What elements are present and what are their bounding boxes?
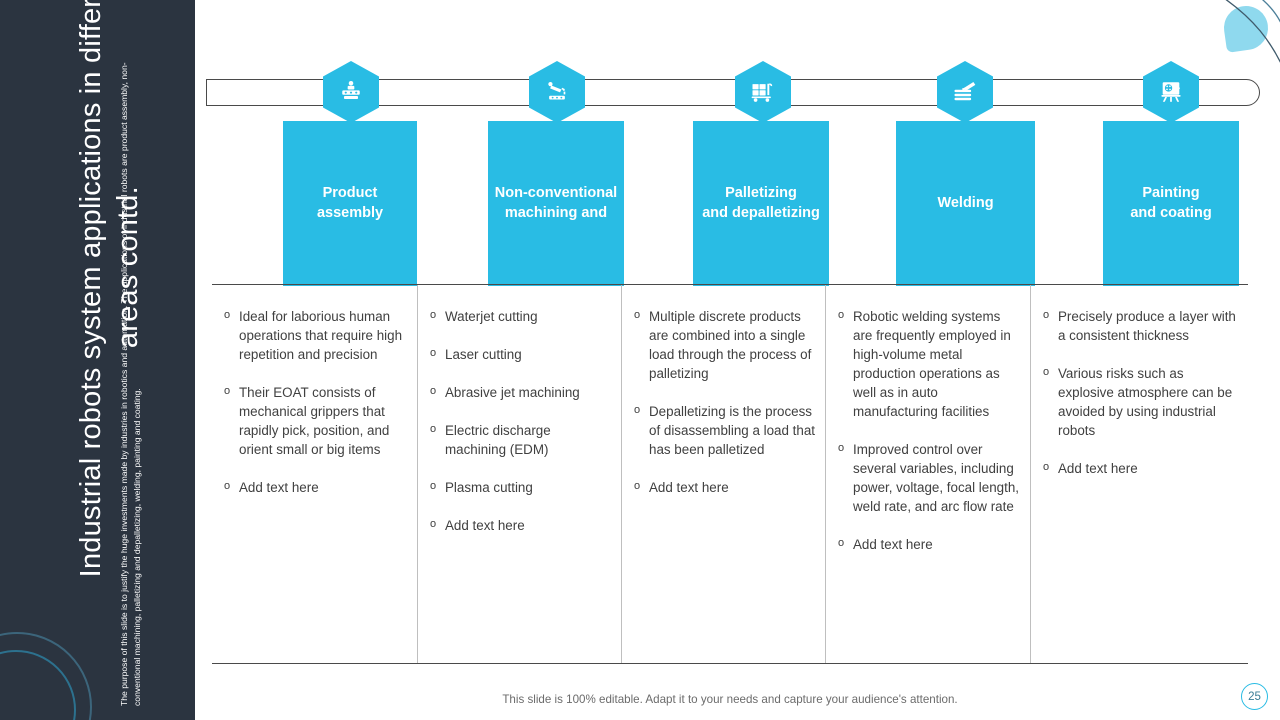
list-item[interactable]: o Abrasive jet machining bbox=[430, 383, 611, 402]
timeline-milestone-welding[interactable] bbox=[937, 61, 993, 123]
bullet-marker-icon: o bbox=[634, 309, 641, 321]
list-item-text: Electric discharge machining (EDM) bbox=[445, 423, 551, 458]
list-item-text: Improved control over several variables,… bbox=[853, 442, 1020, 515]
column-header-product-assembly[interactable]: Product assembly bbox=[283, 121, 417, 286]
list-item[interactable]: o Plasma cutting bbox=[430, 478, 611, 497]
list-item[interactable]: o Various risks such as explosive atmosph… bbox=[1043, 364, 1238, 440]
column-header-palletizing-depalletizing[interactable]: Palletizing and depalletizing bbox=[693, 121, 829, 286]
bullet-marker-icon: o bbox=[430, 518, 437, 531]
bullet-marker-icon: o bbox=[1043, 309, 1050, 321]
bullet-marker-icon: o bbox=[1043, 366, 1050, 379]
list-item-text: Add text here bbox=[649, 480, 729, 496]
list-item-text: Depalletizing is the process of disassem… bbox=[649, 404, 815, 458]
list-item-text: Add text here bbox=[239, 480, 319, 496]
bullet-marker-icon: o bbox=[634, 480, 641, 493]
list-item[interactable]: o Ideal for laborious human operations th… bbox=[224, 307, 407, 364]
page-number-label: 25 bbox=[1248, 690, 1261, 703]
content-table: o Ideal for laborious human operations th… bbox=[212, 284, 1248, 664]
timeline-milestone-palletizing-depalletizing[interactable] bbox=[735, 61, 791, 123]
column-body-product-assembly: o Ideal for laborious human operations th… bbox=[212, 285, 418, 663]
list-item-text: Precisely produce a layer with a consist… bbox=[1058, 309, 1236, 344]
list-item[interactable]: o Electric discharge machining (EDM) bbox=[430, 421, 611, 459]
bullet-marker-icon: o bbox=[1043, 461, 1050, 474]
list-item-text: Laser cutting bbox=[445, 347, 522, 363]
list-item[interactable]: o Add text here bbox=[838, 535, 1020, 554]
column-body-welding: o Robotic welding systems are frequently … bbox=[826, 285, 1031, 663]
corner-decoration bbox=[1194, 0, 1280, 70]
bullet-marker-icon: o bbox=[224, 385, 231, 398]
bullet-marker-icon: o bbox=[838, 537, 845, 550]
list-item[interactable]: o Depalletizing is the process of disasse… bbox=[634, 402, 815, 459]
footer-note: This slide is 100% editable. Adapt it to… bbox=[502, 693, 958, 706]
list-item-text: Waterjet cutting bbox=[445, 309, 538, 324]
bullet-marker-icon: o bbox=[838, 442, 845, 455]
bullet-marker-icon: o bbox=[430, 309, 437, 321]
column-body-palletizing-depalletizing: o Multiple discrete products are combined… bbox=[622, 285, 826, 663]
column-header-non-conventional-machining[interactable]: Non-conventional machining and bbox=[488, 121, 624, 286]
robot-arm-icon bbox=[543, 78, 571, 106]
title-panel: Industrial robots system applications in… bbox=[0, 0, 195, 720]
list-item-text: Ideal for laborious human operations tha… bbox=[239, 309, 403, 363]
page-number-badge: 25 bbox=[1241, 683, 1268, 710]
page-subtitle-container: The purpose of this slide is to justify … bbox=[118, 0, 174, 706]
bullet-marker-icon: o bbox=[430, 423, 437, 436]
list-item[interactable]: o Multiple discrete products are combined… bbox=[634, 307, 815, 383]
list-item[interactable]: o Robotic welding systems are frequently … bbox=[838, 307, 1020, 421]
list-item[interactable]: o Improved control over several variables… bbox=[838, 440, 1020, 516]
column-body-painting-coating: o Precisely produce a layer with a consis… bbox=[1031, 285, 1248, 663]
timeline-milestone-painting-coating[interactable] bbox=[1143, 61, 1199, 123]
bullet-marker-icon: o bbox=[838, 309, 845, 321]
list-item-text: Add text here bbox=[1058, 461, 1138, 477]
list-item[interactable]: o Precisely produce a layer with a consis… bbox=[1043, 307, 1238, 345]
bullet-marker-icon: o bbox=[224, 309, 231, 321]
list-item-text: Abrasive jet machining bbox=[445, 385, 580, 401]
list-item[interactable]: o Add text here bbox=[1043, 459, 1238, 478]
column-header-welding[interactable]: Welding bbox=[896, 121, 1035, 286]
welding-torch-icon bbox=[951, 78, 979, 106]
decorative-arcs-icon bbox=[1225, 0, 1280, 63]
timeline-milestone-product-assembly[interactable] bbox=[323, 61, 379, 123]
timeline-bar bbox=[206, 79, 1260, 106]
painting-easel-icon bbox=[1157, 78, 1185, 106]
pallet-jack-icon bbox=[749, 78, 777, 106]
timeline-milestone-non-conventional-machining[interactable] bbox=[529, 61, 585, 123]
list-item[interactable]: o Waterjet cutting bbox=[430, 307, 611, 326]
list-item[interactable]: o Add text here bbox=[224, 478, 407, 497]
bullet-marker-icon: o bbox=[430, 480, 437, 493]
list-item[interactable]: o Add text here bbox=[634, 478, 815, 497]
bullet-marker-icon: o bbox=[224, 480, 231, 493]
bullet-marker-icon: o bbox=[430, 385, 437, 398]
list-item-text: Robotic welding systems are frequently e… bbox=[853, 309, 1011, 420]
conveyor-assembly-icon bbox=[337, 78, 365, 106]
page-subtitle: The purpose of this slide is to justify … bbox=[119, 62, 143, 706]
list-item-text: Plasma cutting bbox=[445, 480, 533, 496]
bullet-marker-icon: o bbox=[430, 347, 437, 360]
list-item[interactable]: o Laser cutting bbox=[430, 345, 611, 364]
list-item-text: Add text here bbox=[853, 537, 933, 553]
list-item-text: Multiple discrete products are combined … bbox=[649, 309, 812, 382]
column-header-painting-coating[interactable]: Painting and coating bbox=[1103, 121, 1239, 286]
list-item-text: Various risks such as explosive atmosphe… bbox=[1058, 366, 1233, 439]
list-item-text: Add text here bbox=[445, 518, 525, 534]
list-item[interactable]: o Their EOAT consists of mechanical gripp… bbox=[224, 383, 407, 459]
list-item-text: Their EOAT consists of mechanical grippe… bbox=[239, 385, 390, 458]
list-item[interactable]: o Add text here bbox=[430, 516, 611, 535]
bullet-marker-icon: o bbox=[634, 404, 641, 417]
